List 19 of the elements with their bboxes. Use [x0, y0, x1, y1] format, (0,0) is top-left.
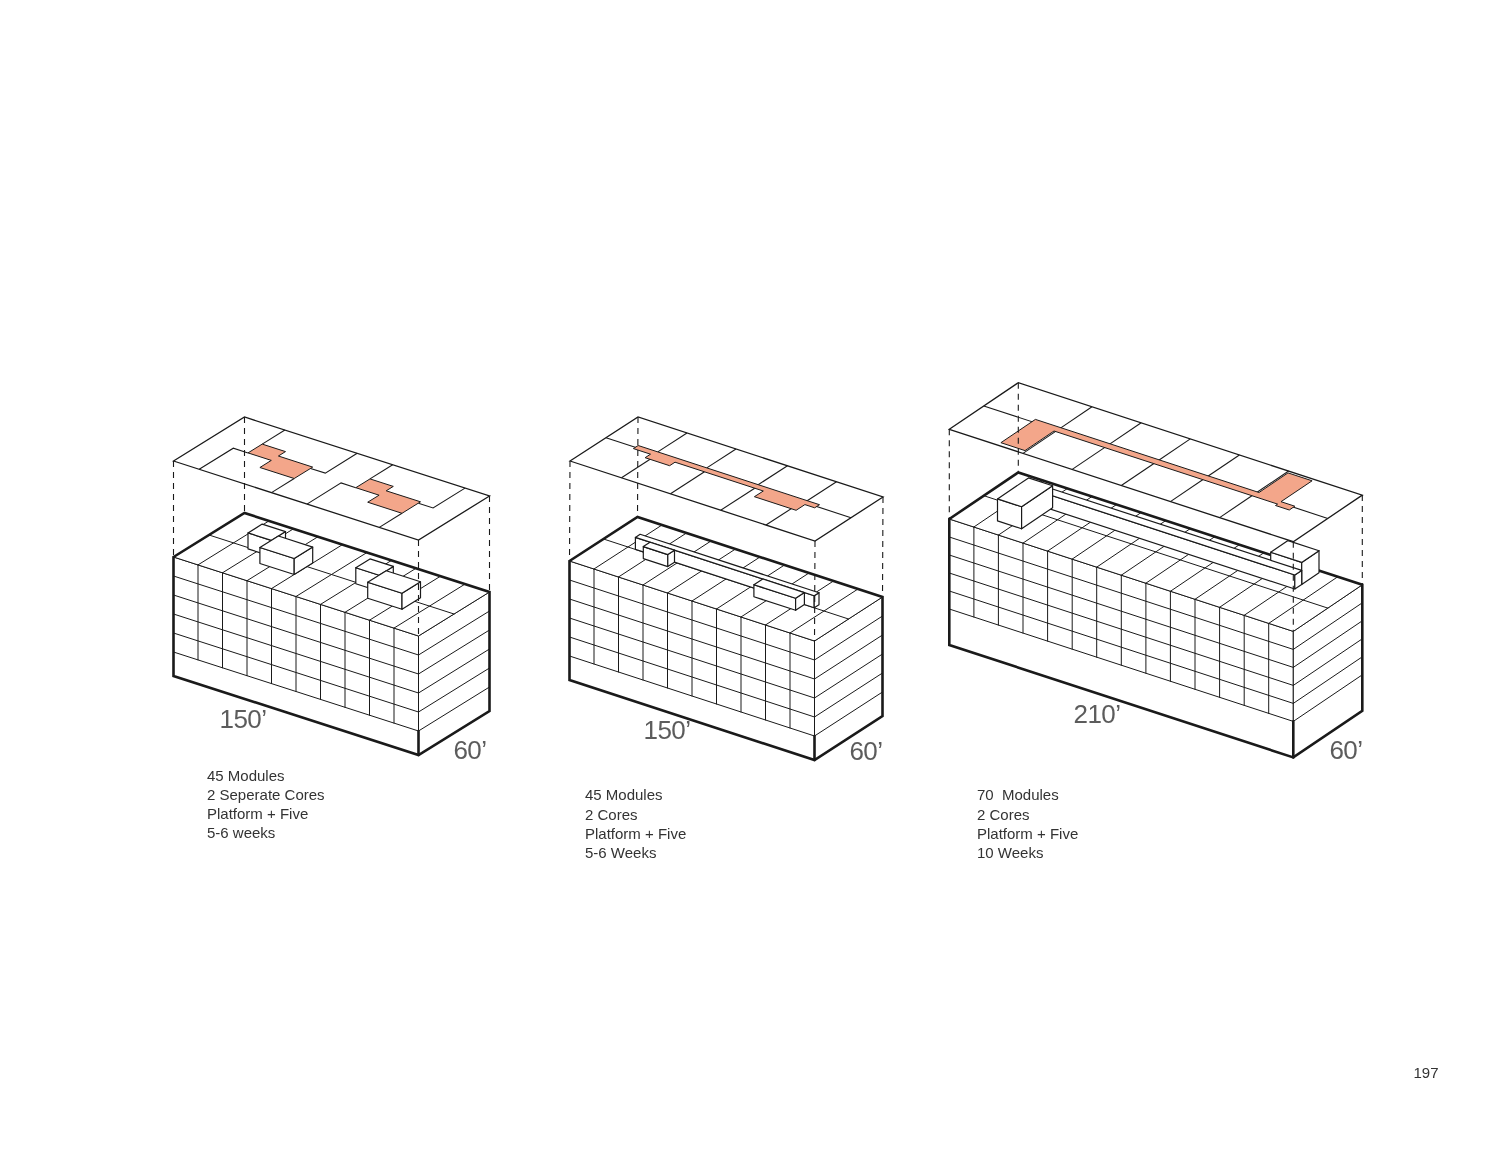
dimension-label: 60’ — [1329, 736, 1363, 766]
spec-text: 5-6 weeks — [207, 824, 276, 842]
spec-text: 2 Seperate Cores — [207, 786, 325, 804]
spec-text: 45 Modules — [207, 767, 285, 785]
spec-text: 45 Modules — [585, 786, 663, 804]
spec-text: Platform + Five — [585, 825, 687, 843]
page-number: 197 — [1413, 1064, 1439, 1082]
dimension-label: 60’ — [849, 737, 883, 767]
spec-text: 2 Cores — [977, 806, 1030, 824]
spec-text: 10 Weeks — [977, 844, 1044, 862]
spec-text: Platform + Five — [207, 805, 309, 823]
dimension-label: 210’ — [1073, 700, 1121, 730]
spec-text: 5-6 Weeks — [585, 844, 657, 862]
dimension-label: 150’ — [219, 705, 267, 735]
spec-text: 2 Cores — [585, 806, 638, 824]
dimension-label: 150’ — [643, 716, 691, 746]
dimension-label: 60’ — [453, 736, 487, 766]
spec-text: 70 Modules — [977, 786, 1059, 804]
spec-text: Platform + Five — [977, 825, 1079, 843]
